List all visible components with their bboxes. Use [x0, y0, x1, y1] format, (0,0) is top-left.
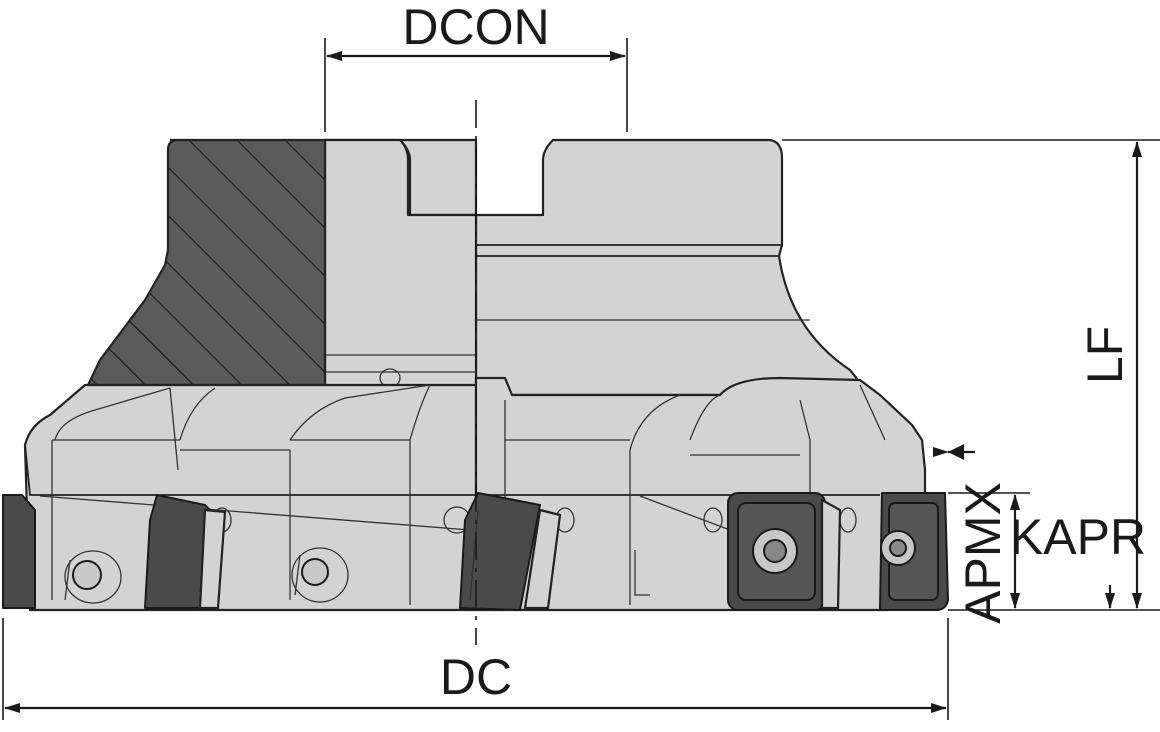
dimension-dc: DC [2, 618, 949, 720]
dc-label: DC [440, 649, 512, 705]
lf-label: LF [1077, 326, 1133, 384]
insert-right-square [879, 492, 949, 611]
insert-left [144, 494, 227, 610]
cutter-head [23, 376, 927, 612]
dimension-dcon: DCON [324, 0, 628, 132]
insert-front-square [727, 492, 842, 611]
dimension-lf: LF [782, 139, 1160, 611]
section-hatched-area [86, 138, 327, 387]
apmx-label: APMX [955, 482, 1011, 624]
screw-icon [72, 560, 102, 590]
cutter-upper-body [323, 138, 872, 397]
insert-far-left [2, 494, 36, 609]
dcon-label: DCON [402, 0, 549, 55]
insert-center [459, 492, 562, 611]
dimension-kapr: KAPR [933, 444, 1146, 609]
screw-icon [301, 558, 329, 586]
dimension-apmx: APMX [948, 482, 1030, 624]
kapr-label: KAPR [1010, 509, 1146, 565]
